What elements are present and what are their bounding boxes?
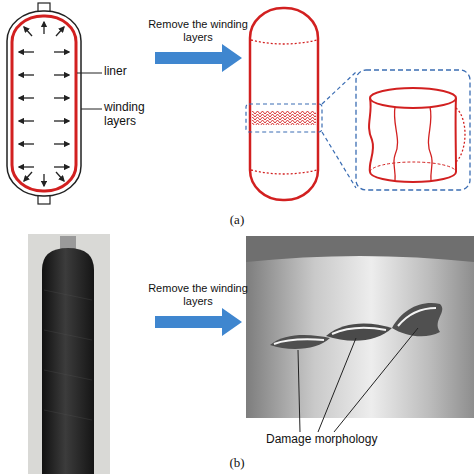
panel-label: (b) — [217, 456, 257, 471]
liner-drawing — [246, 8, 470, 200]
step-label: Remove the winding layers — [146, 282, 250, 307]
zoom-line — [322, 72, 356, 104]
zoom-box — [356, 70, 470, 190]
callout-label: Damage morphology — [266, 433, 406, 447]
liner-photo — [246, 236, 474, 432]
vessel-drawing — [7, 3, 102, 204]
winding-layer-outline — [7, 11, 81, 196]
leader-line — [77, 73, 102, 74]
liner-top-edge — [246, 236, 474, 262]
seam-line — [251, 170, 317, 174]
dent — [326, 324, 392, 341]
dent — [270, 335, 330, 349]
carbon-vessel — [42, 248, 94, 474]
process-arrow — [155, 308, 242, 336]
part-label: liner — [104, 65, 164, 79]
dent — [392, 303, 442, 336]
leader-line — [81, 109, 102, 110]
buckled-cylinder — [369, 88, 465, 182]
panel-label: (a) — [217, 213, 257, 228]
buckled-band — [252, 111, 316, 125]
zoom-box — [246, 104, 322, 132]
process-arrow — [155, 44, 242, 72]
liner-surface — [246, 236, 474, 418]
seam-line — [251, 40, 317, 44]
photo-background — [28, 234, 110, 474]
leader-line — [298, 328, 418, 432]
liner-outline — [12, 16, 76, 191]
part-label: winding layers — [104, 101, 156, 129]
zoom-line — [322, 132, 356, 188]
vessel-photo — [28, 234, 110, 474]
step-label: Remove the winding layers — [146, 18, 250, 43]
pressure-arrows — [19, 22, 69, 186]
